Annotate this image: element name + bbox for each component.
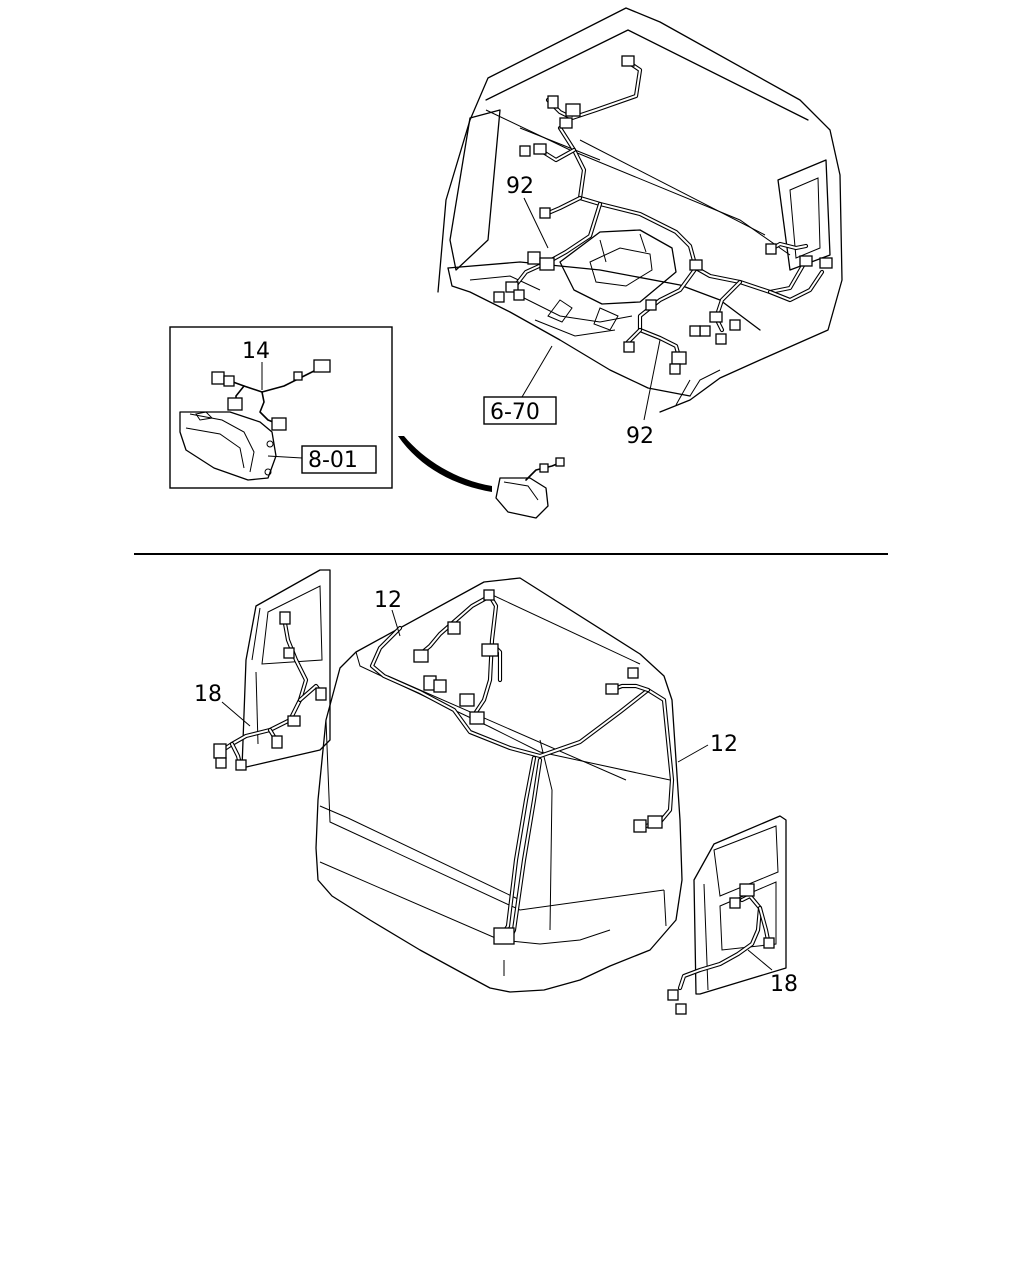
pointer-arrow [398,436,492,492]
callout-92-left: 92 [506,174,534,199]
cab-exterior-drawing [315,577,683,993]
ref-6-70-label: 6-70 [490,400,540,425]
door-left [213,569,331,771]
roof-harness-12 [369,589,675,945]
leader-12-top [391,609,401,637]
leader-6-70 [521,345,553,398]
main-harness-92 [493,55,833,375]
callout-12-top: 12 [374,588,402,613]
headlamp-small [495,457,565,519]
cab-interior-drawing [437,7,843,413]
ref-box-6-70: 6-70 [483,396,557,425]
leader-18-right [747,949,773,971]
leader-12-right [677,744,709,763]
callout-12-right: 12 [710,732,738,757]
callout-92-right: 92 [626,424,654,449]
leader-18-left [221,701,251,727]
ref-box-8-01: 8-01 [301,445,377,474]
leader-92-left [523,197,549,249]
door-right [667,815,787,1015]
leader-92-right [643,339,661,421]
ref-8-01-label: 8-01 [308,448,358,473]
callout-18-right: 18 [770,972,798,997]
callout-14: 14 [242,339,270,364]
callout-18-left: 18 [194,682,222,707]
